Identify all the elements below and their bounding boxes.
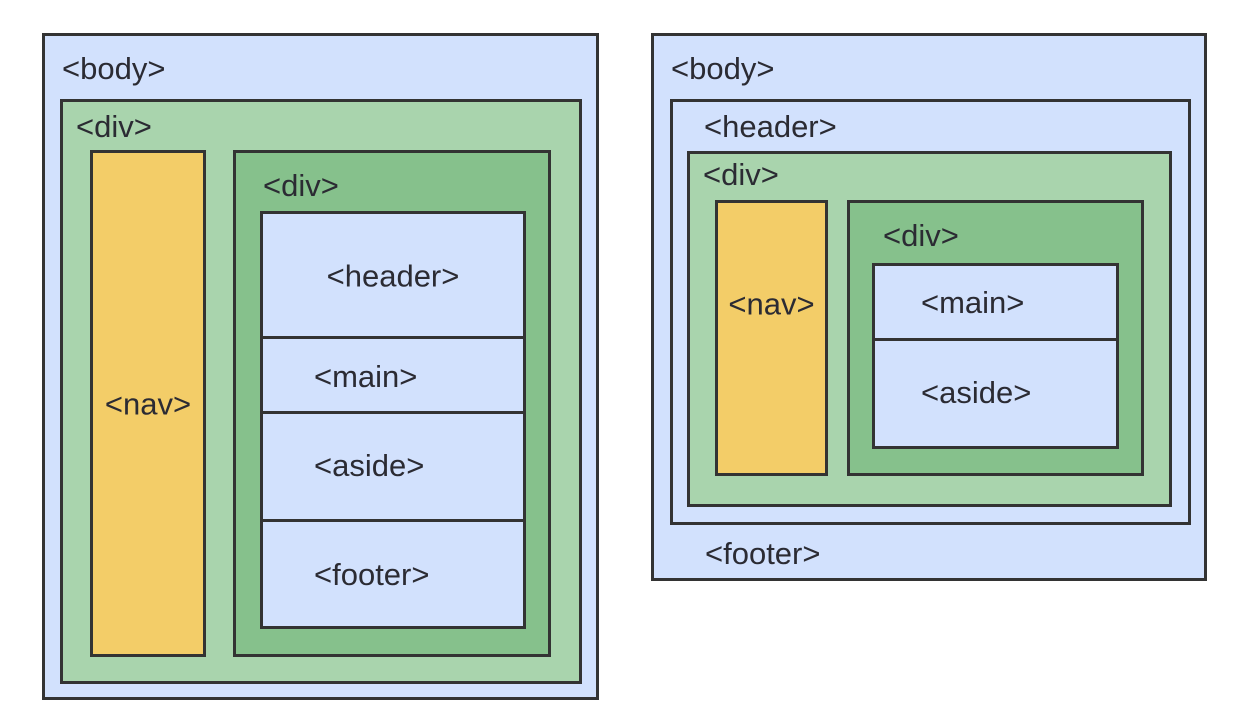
right-body-label: <body> bbox=[671, 51, 775, 86]
right-main-section: <main> bbox=[875, 266, 1116, 338]
right-aside-section: <aside> bbox=[875, 341, 1116, 446]
left-header-label: <header> bbox=[326, 258, 460, 294]
left-inner-div-label: <div> bbox=[263, 168, 339, 203]
right-footer-label: <footer> bbox=[705, 536, 821, 571]
left-aside-label: <aside> bbox=[314, 448, 425, 483]
left-outer-div-label: <div> bbox=[76, 109, 152, 144]
left-nav-box: <nav> bbox=[90, 150, 206, 657]
right-main-divider bbox=[875, 338, 1116, 341]
right-inner-div-box: <div> <main> <aside> bbox=[847, 200, 1144, 476]
right-header-label: <header> bbox=[704, 109, 837, 144]
right-semantic-stack: <main> <aside> bbox=[872, 263, 1119, 449]
right-aside-label: <aside> bbox=[921, 375, 1032, 410]
left-body-label: <body> bbox=[62, 51, 166, 86]
left-outer-div-box: <div> <nav> <div> <header> <main> <aside… bbox=[60, 99, 582, 684]
right-header-box: <header> <div> <nav> <div> <main> <aside… bbox=[670, 99, 1191, 525]
left-header-divider bbox=[263, 336, 523, 339]
left-aside-section: <aside> bbox=[263, 414, 523, 519]
right-body-box: <body> <header> <div> <nav> <div> <main>… bbox=[651, 33, 1207, 581]
right-nav-box: <nav> bbox=[715, 200, 828, 476]
left-footer-section: <footer> bbox=[263, 522, 523, 626]
right-outer-div-label: <div> bbox=[703, 157, 779, 192]
left-main-divider bbox=[263, 411, 523, 414]
left-header-section: <header> bbox=[263, 214, 523, 336]
left-body-box: <body> <div> <nav> <div> <header> <main>… bbox=[42, 33, 599, 700]
right-main-label: <main> bbox=[921, 285, 1025, 320]
left-footer-label: <footer> bbox=[314, 557, 430, 592]
right-outer-div-box: <div> <nav> <div> <main> <aside> bbox=[687, 151, 1172, 507]
right-inner-div-label: <div> bbox=[883, 218, 959, 253]
left-inner-div-box: <div> <header> <main> <aside> <footer> bbox=[233, 150, 551, 657]
left-aside-divider bbox=[263, 519, 523, 522]
right-nav-label: <nav> bbox=[728, 286, 815, 322]
left-semantic-stack: <header> <main> <aside> <footer> bbox=[260, 211, 526, 629]
left-nav-label: <nav> bbox=[104, 386, 192, 421]
left-main-label: <main> bbox=[314, 359, 418, 394]
left-main-section: <main> bbox=[263, 339, 523, 411]
